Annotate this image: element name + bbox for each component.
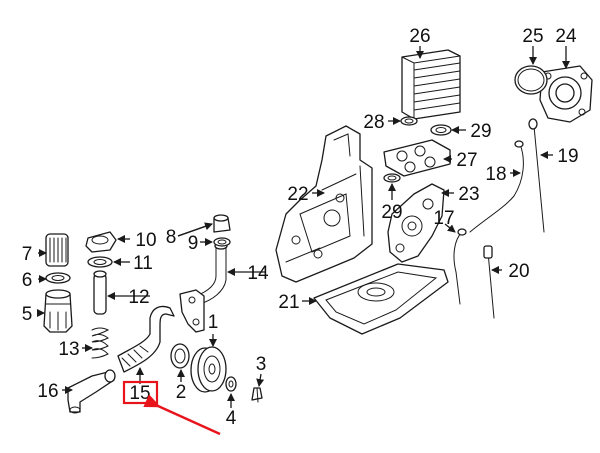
- callout-8: 8: [166, 227, 177, 248]
- dipstick-guide-part: [453, 228, 467, 305]
- callout-9: 9: [188, 233, 199, 254]
- crankcase-housing-part: [275, 125, 373, 283]
- callout-17: 17: [433, 208, 454, 229]
- filter-cap-part: [43, 289, 73, 333]
- gasket-plate-part: [383, 139, 451, 177]
- gasket-29-upper-part: [430, 124, 452, 136]
- callout-26: 26: [409, 26, 430, 47]
- callout-20: 20: [508, 261, 529, 282]
- elbow-fitting-part: [67, 369, 116, 414]
- dipstick-part: [528, 118, 545, 233]
- standpipe-part: [93, 270, 107, 315]
- bolt-part: [251, 387, 263, 403]
- callout-5: 5: [22, 304, 33, 325]
- callout-18: 18: [485, 164, 506, 185]
- highlight-box: [122, 380, 159, 405]
- cap-part: [85, 231, 117, 253]
- callout-28: 28: [363, 112, 384, 133]
- filter-housing-cover-part: [539, 65, 593, 123]
- seal-9-part: [213, 237, 231, 247]
- callout-7: 7: [22, 244, 33, 265]
- washer-6-part: [45, 272, 71, 284]
- callout-14: 14: [247, 263, 269, 284]
- pulley-part: [190, 346, 227, 393]
- callout-12: 12: [128, 287, 149, 308]
- callout-21: 21: [278, 292, 299, 313]
- seal-28-part: [400, 116, 418, 126]
- callout-29-upper: 29: [470, 121, 491, 142]
- callout-27: 27: [456, 150, 477, 171]
- callout-15: 15: [129, 383, 150, 404]
- hose-part: [117, 305, 175, 373]
- filter-element-part: [45, 233, 69, 267]
- callout-2: 2: [176, 382, 187, 403]
- dipstick-tube-part: [469, 140, 524, 233]
- callout-10: 10: [135, 230, 156, 251]
- callout-24: 24: [555, 26, 577, 47]
- bracket-part: [179, 289, 205, 333]
- callout-6: 6: [22, 270, 33, 291]
- callout-23: 23: [458, 184, 479, 205]
- washer-4-part: [225, 376, 237, 392]
- oil-pan-part: [313, 263, 449, 335]
- callout-16: 16: [37, 381, 58, 402]
- o-ring-part: [514, 65, 548, 95]
- highlight-arrow: [143, 394, 221, 436]
- callout-11: 11: [133, 253, 153, 274]
- oil-pump-part: [387, 183, 445, 263]
- gasket-29-lower-part: [383, 173, 401, 183]
- callout-13: 13: [58, 339, 79, 360]
- callout-1: 1: [208, 312, 219, 333]
- leader-lines: [37, 46, 570, 408]
- callout-22: 22: [287, 184, 308, 205]
- callout-29-lower: 29: [381, 202, 402, 223]
- guide-tube-part: [483, 245, 495, 319]
- callout-25: 25: [522, 26, 543, 47]
- callout-4: 4: [226, 408, 237, 429]
- cap-8-part: [213, 214, 231, 233]
- callout-3: 3: [256, 354, 267, 375]
- oil-cooler-part: [401, 49, 461, 120]
- shaft-seal-part: [170, 343, 190, 369]
- spring-part: [91, 327, 110, 359]
- seal-11-part: [87, 256, 113, 268]
- callout-19: 19: [557, 146, 578, 167]
